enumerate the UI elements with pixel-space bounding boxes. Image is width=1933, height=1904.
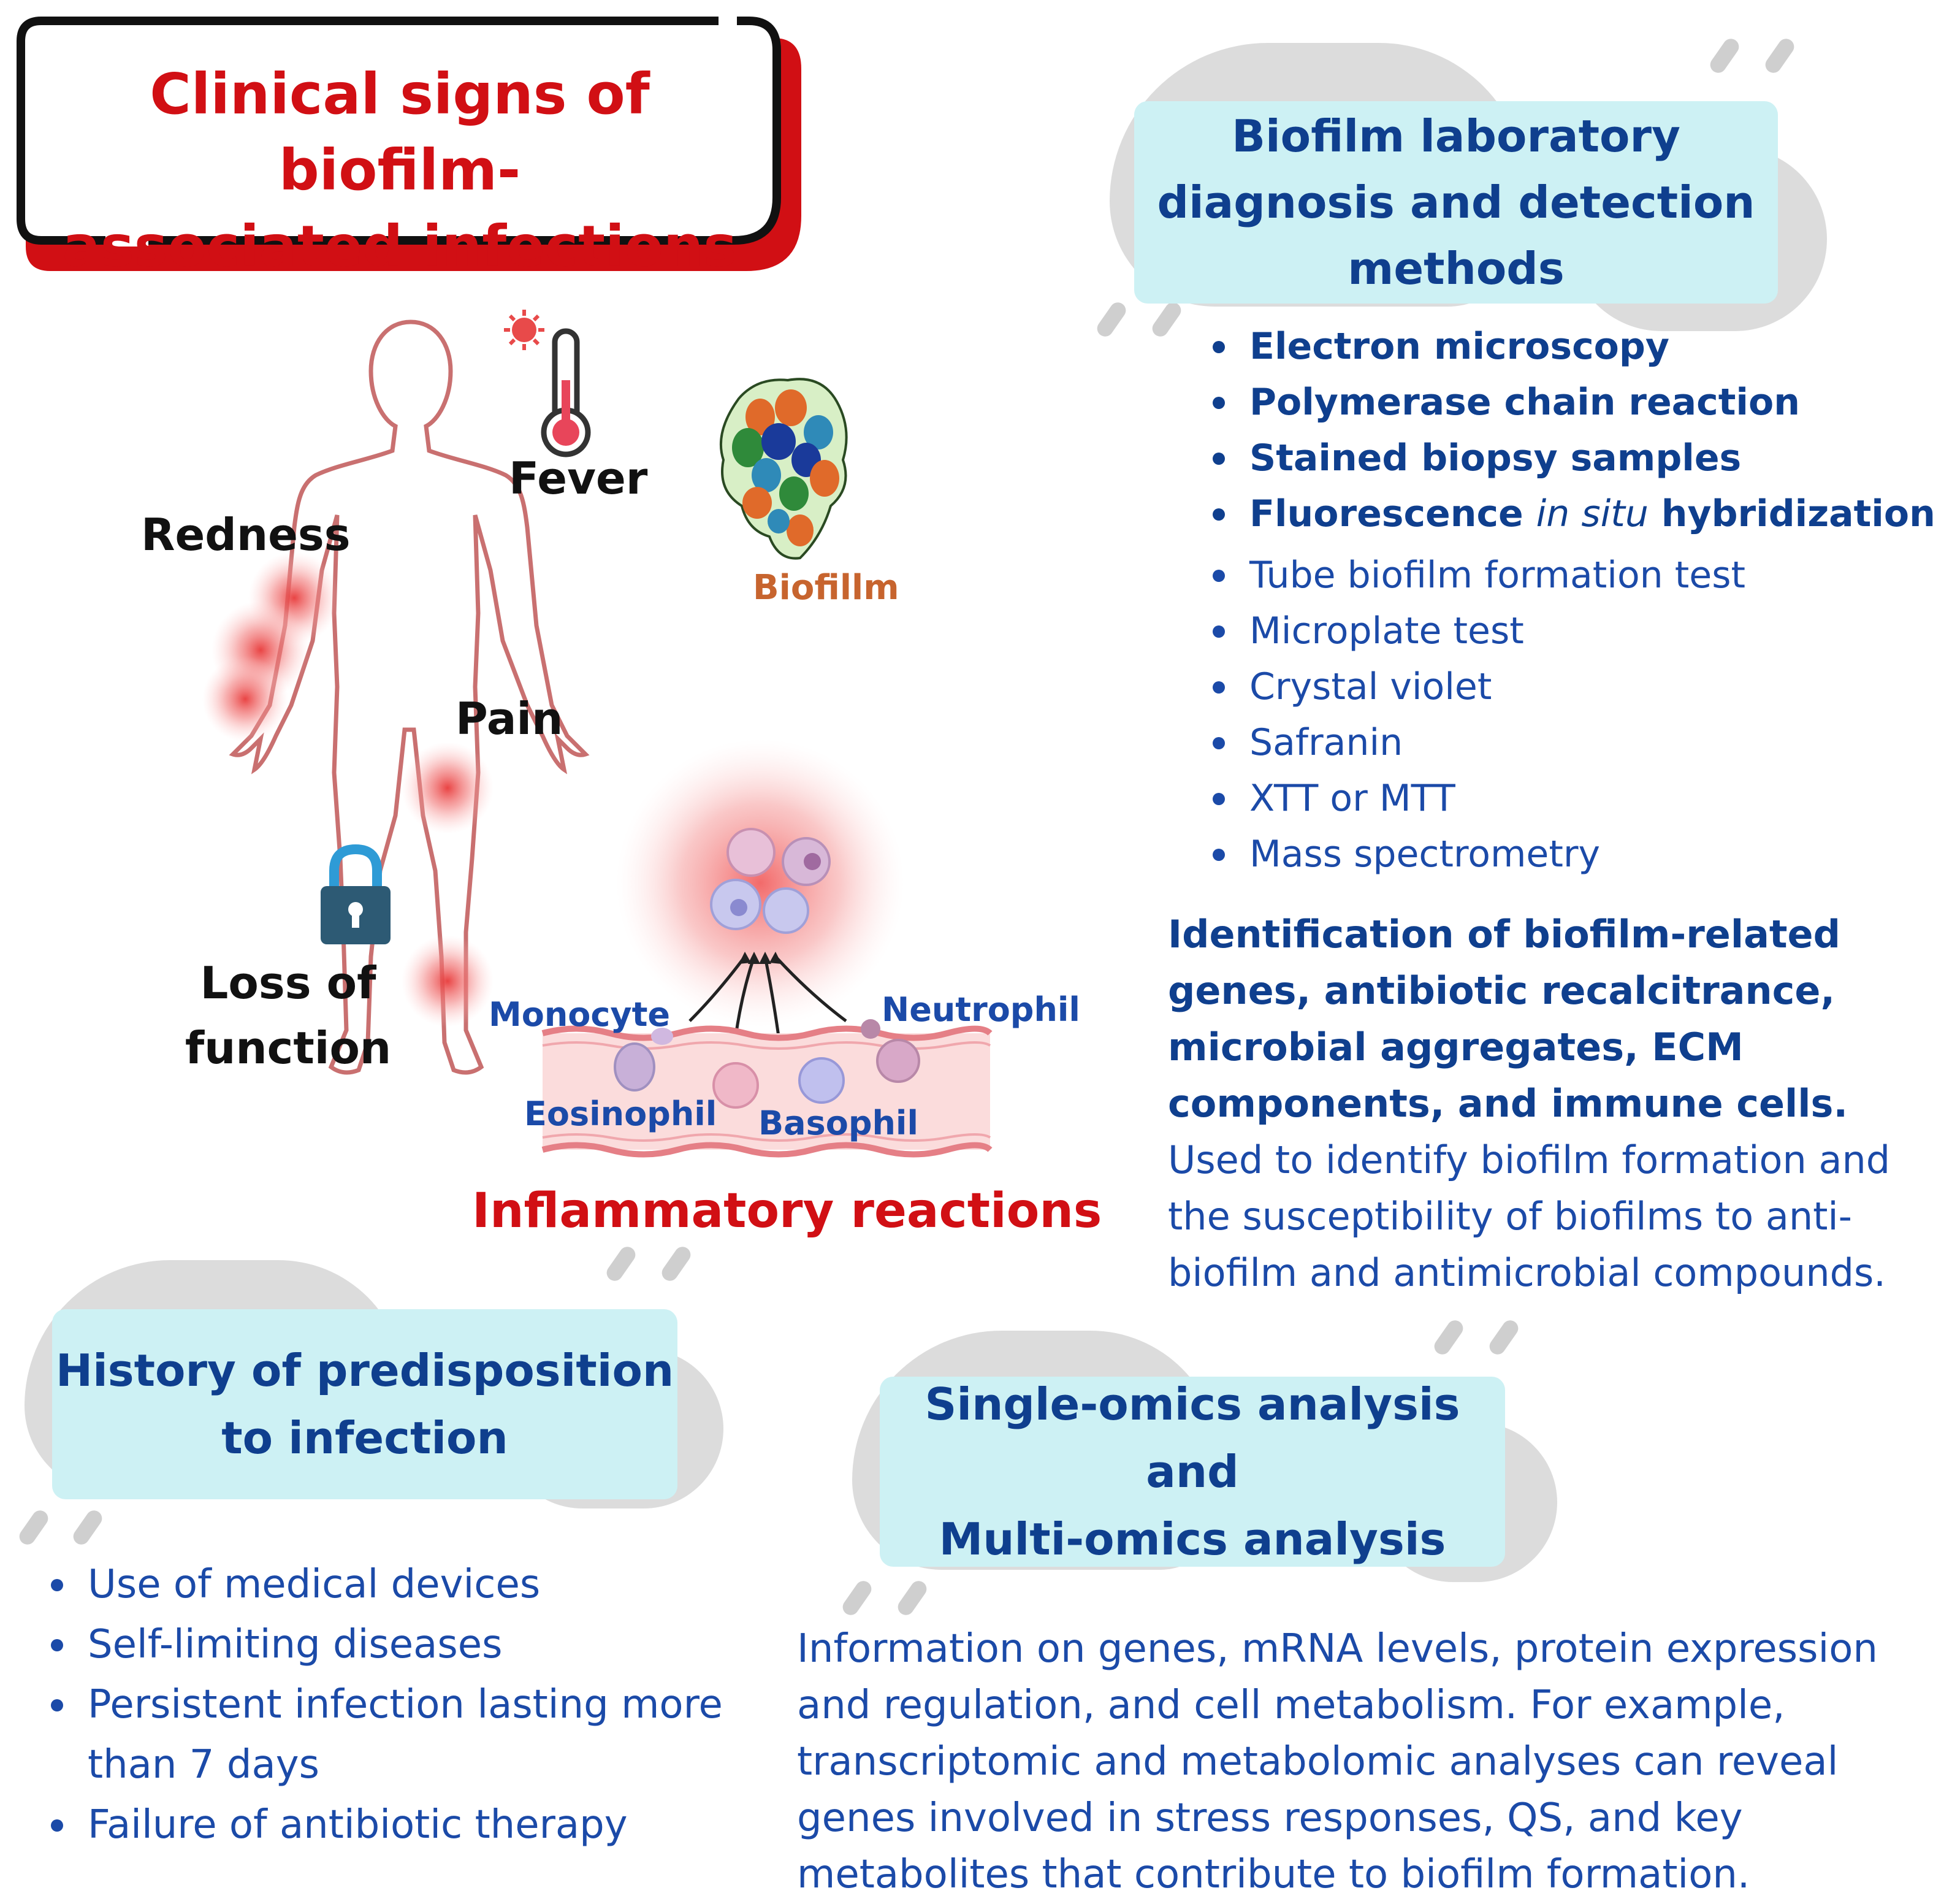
usage-paragraph: Used to identify biofilm formation and t… xyxy=(1168,1132,1890,1301)
bullet-dot xyxy=(1213,625,1225,638)
lab-method-item: XTT or MTT xyxy=(1208,771,1745,827)
bullet-dot xyxy=(1213,570,1225,582)
label-biofilm: Biofillm xyxy=(753,568,899,608)
lab-method-item: Crystal violet xyxy=(1208,659,1745,715)
decor-dash xyxy=(1149,299,1184,340)
omics-title-box: Single-omics analysis and Multi-omics an… xyxy=(880,1377,1505,1567)
label-basophil: Basophil xyxy=(758,1104,918,1142)
identification-paragraph: Identification of biofilm-related genes,… xyxy=(1168,906,1848,1132)
inflammatory-reactions-title: Inflammatory reactions xyxy=(472,1183,1102,1239)
label-eosinophil: Eosinophil xyxy=(524,1095,717,1133)
lab-methods-list: Tube biofilm formation test Microplate t… xyxy=(1208,548,1745,882)
omics-title-line-1: Single-omics analysis and xyxy=(925,1378,1460,1497)
usage-line: the susceptibility of biofilms to anti- xyxy=(1168,1194,1853,1239)
lab-methods-bold-list: Electron microscopy Polymerase chain rea… xyxy=(1208,319,1933,542)
title-line-1: Clinical signs of biofilm- xyxy=(150,61,650,203)
decor-dash xyxy=(1707,36,1742,76)
label-loss-line-2: function xyxy=(185,1022,392,1074)
label-loss-line-1: Loss of xyxy=(200,957,376,1009)
history-title-box: History of predisposition to infection xyxy=(52,1309,677,1499)
decor-dash xyxy=(1762,36,1798,76)
title-line-2: associated infections xyxy=(62,213,738,279)
usage-line: Used to identify biofilm formation and xyxy=(1168,1137,1891,1182)
history-title-line-1: History of predisposition xyxy=(55,1345,674,1396)
bullet-dot xyxy=(1213,793,1225,805)
decor-dash xyxy=(603,1244,639,1284)
decor-dash xyxy=(839,1578,875,1618)
omics-paragraph: Information on genes, mRNA levels, prote… xyxy=(797,1621,1878,1903)
decor-dash xyxy=(16,1507,51,1548)
omics-title-line-2: Multi-omics analysis xyxy=(939,1513,1446,1565)
omics-line: and regulation, and cell metabolism. For… xyxy=(797,1683,1785,1728)
history-item: Use of medical devices xyxy=(46,1554,782,1615)
padlock-icon xyxy=(321,844,391,944)
label-fever: Fever xyxy=(509,453,648,504)
bullet-dot xyxy=(51,1819,63,1832)
lab-method-item: Stained biopsy samples xyxy=(1208,430,1933,486)
decor-dash xyxy=(1431,1317,1466,1358)
lab-method-item: Safranin xyxy=(1208,715,1745,771)
title-box-frame xyxy=(17,13,801,271)
decor-dash xyxy=(1094,299,1129,340)
bullet-dot xyxy=(51,1579,63,1591)
bullet-dot xyxy=(51,1639,63,1651)
bullet-dot xyxy=(1213,397,1225,409)
thermometer-icon xyxy=(504,310,591,457)
history-item: Failure of antibiotic therapy xyxy=(46,1795,782,1855)
migration-arrows xyxy=(688,955,847,1037)
bullet-dot xyxy=(1213,681,1225,694)
label-loss-of-function: Loss of function xyxy=(184,950,392,1080)
identification-line: components, and immune cells. xyxy=(1168,1081,1848,1126)
omics-line: metabolites that contribute to biofilm f… xyxy=(797,1852,1750,1897)
bullet-dot xyxy=(1213,849,1225,861)
lab-methods-title-box: Biofilm laboratory diagnosis and detecti… xyxy=(1134,101,1778,304)
bullet-dot xyxy=(1213,453,1225,465)
label-neutrophil: Neutrophil xyxy=(882,990,1080,1029)
decor-dash xyxy=(658,1244,694,1284)
identification-line: microbial aggregates, ECM xyxy=(1168,1025,1744,1069)
bullet-dot xyxy=(1213,737,1225,749)
inflammation-illustration xyxy=(541,739,993,1158)
omics-line: genes involved in stress responses, QS, … xyxy=(797,1795,1743,1841)
history-title-line-2: to infection xyxy=(221,1412,508,1464)
decor-dash xyxy=(894,1578,930,1618)
lab-title-line-3: methods xyxy=(1348,243,1565,294)
usage-line: biofilm and antimicrobial compounds. xyxy=(1168,1250,1886,1295)
label-monocyte: Monocyte xyxy=(489,995,671,1034)
human-body-outline xyxy=(202,319,590,1075)
inflamed-cells xyxy=(710,828,831,934)
omics-line: Information on genes, mRNA levels, prote… xyxy=(797,1626,1878,1672)
identification-line: Identification of biofilm-related xyxy=(1168,912,1840,957)
omics-line: transcriptomic and metabolomic analyses … xyxy=(797,1739,1839,1784)
bullet-dot xyxy=(1213,341,1225,353)
lab-method-item: Tube biofilm formation test xyxy=(1208,548,1745,603)
decor-dash xyxy=(1486,1317,1522,1358)
title-box: Clinical signs of biofilm- associated in… xyxy=(13,13,804,279)
lab-title-line-2: diagnosis and detection xyxy=(1157,177,1755,228)
history-item: Self-limiting diseases xyxy=(46,1615,782,1675)
identification-line: genes, antibiotic recalcitrance, xyxy=(1168,968,1835,1013)
biofilm-cluster-icon xyxy=(719,378,848,560)
lab-method-item: Fluorescence in situ hybridization xyxy=(1208,486,1933,542)
label-pain: Pain xyxy=(456,693,563,744)
bullet-dot xyxy=(51,1699,63,1711)
label-redness: Redness xyxy=(141,509,351,560)
lab-method-item: Electron microscopy xyxy=(1208,319,1933,375)
lab-method-item: Microplate test xyxy=(1208,603,1745,659)
decor-dash xyxy=(70,1507,105,1548)
lab-method-item: Polymerase chain reaction xyxy=(1208,375,1933,430)
bullet-dot xyxy=(1213,508,1225,521)
history-list: Use of medical devices Self-limiting dis… xyxy=(46,1554,782,1855)
lab-title-line-1: Biofilm laboratory xyxy=(1232,110,1680,162)
lab-method-item: Mass spectrometry xyxy=(1208,827,1745,882)
